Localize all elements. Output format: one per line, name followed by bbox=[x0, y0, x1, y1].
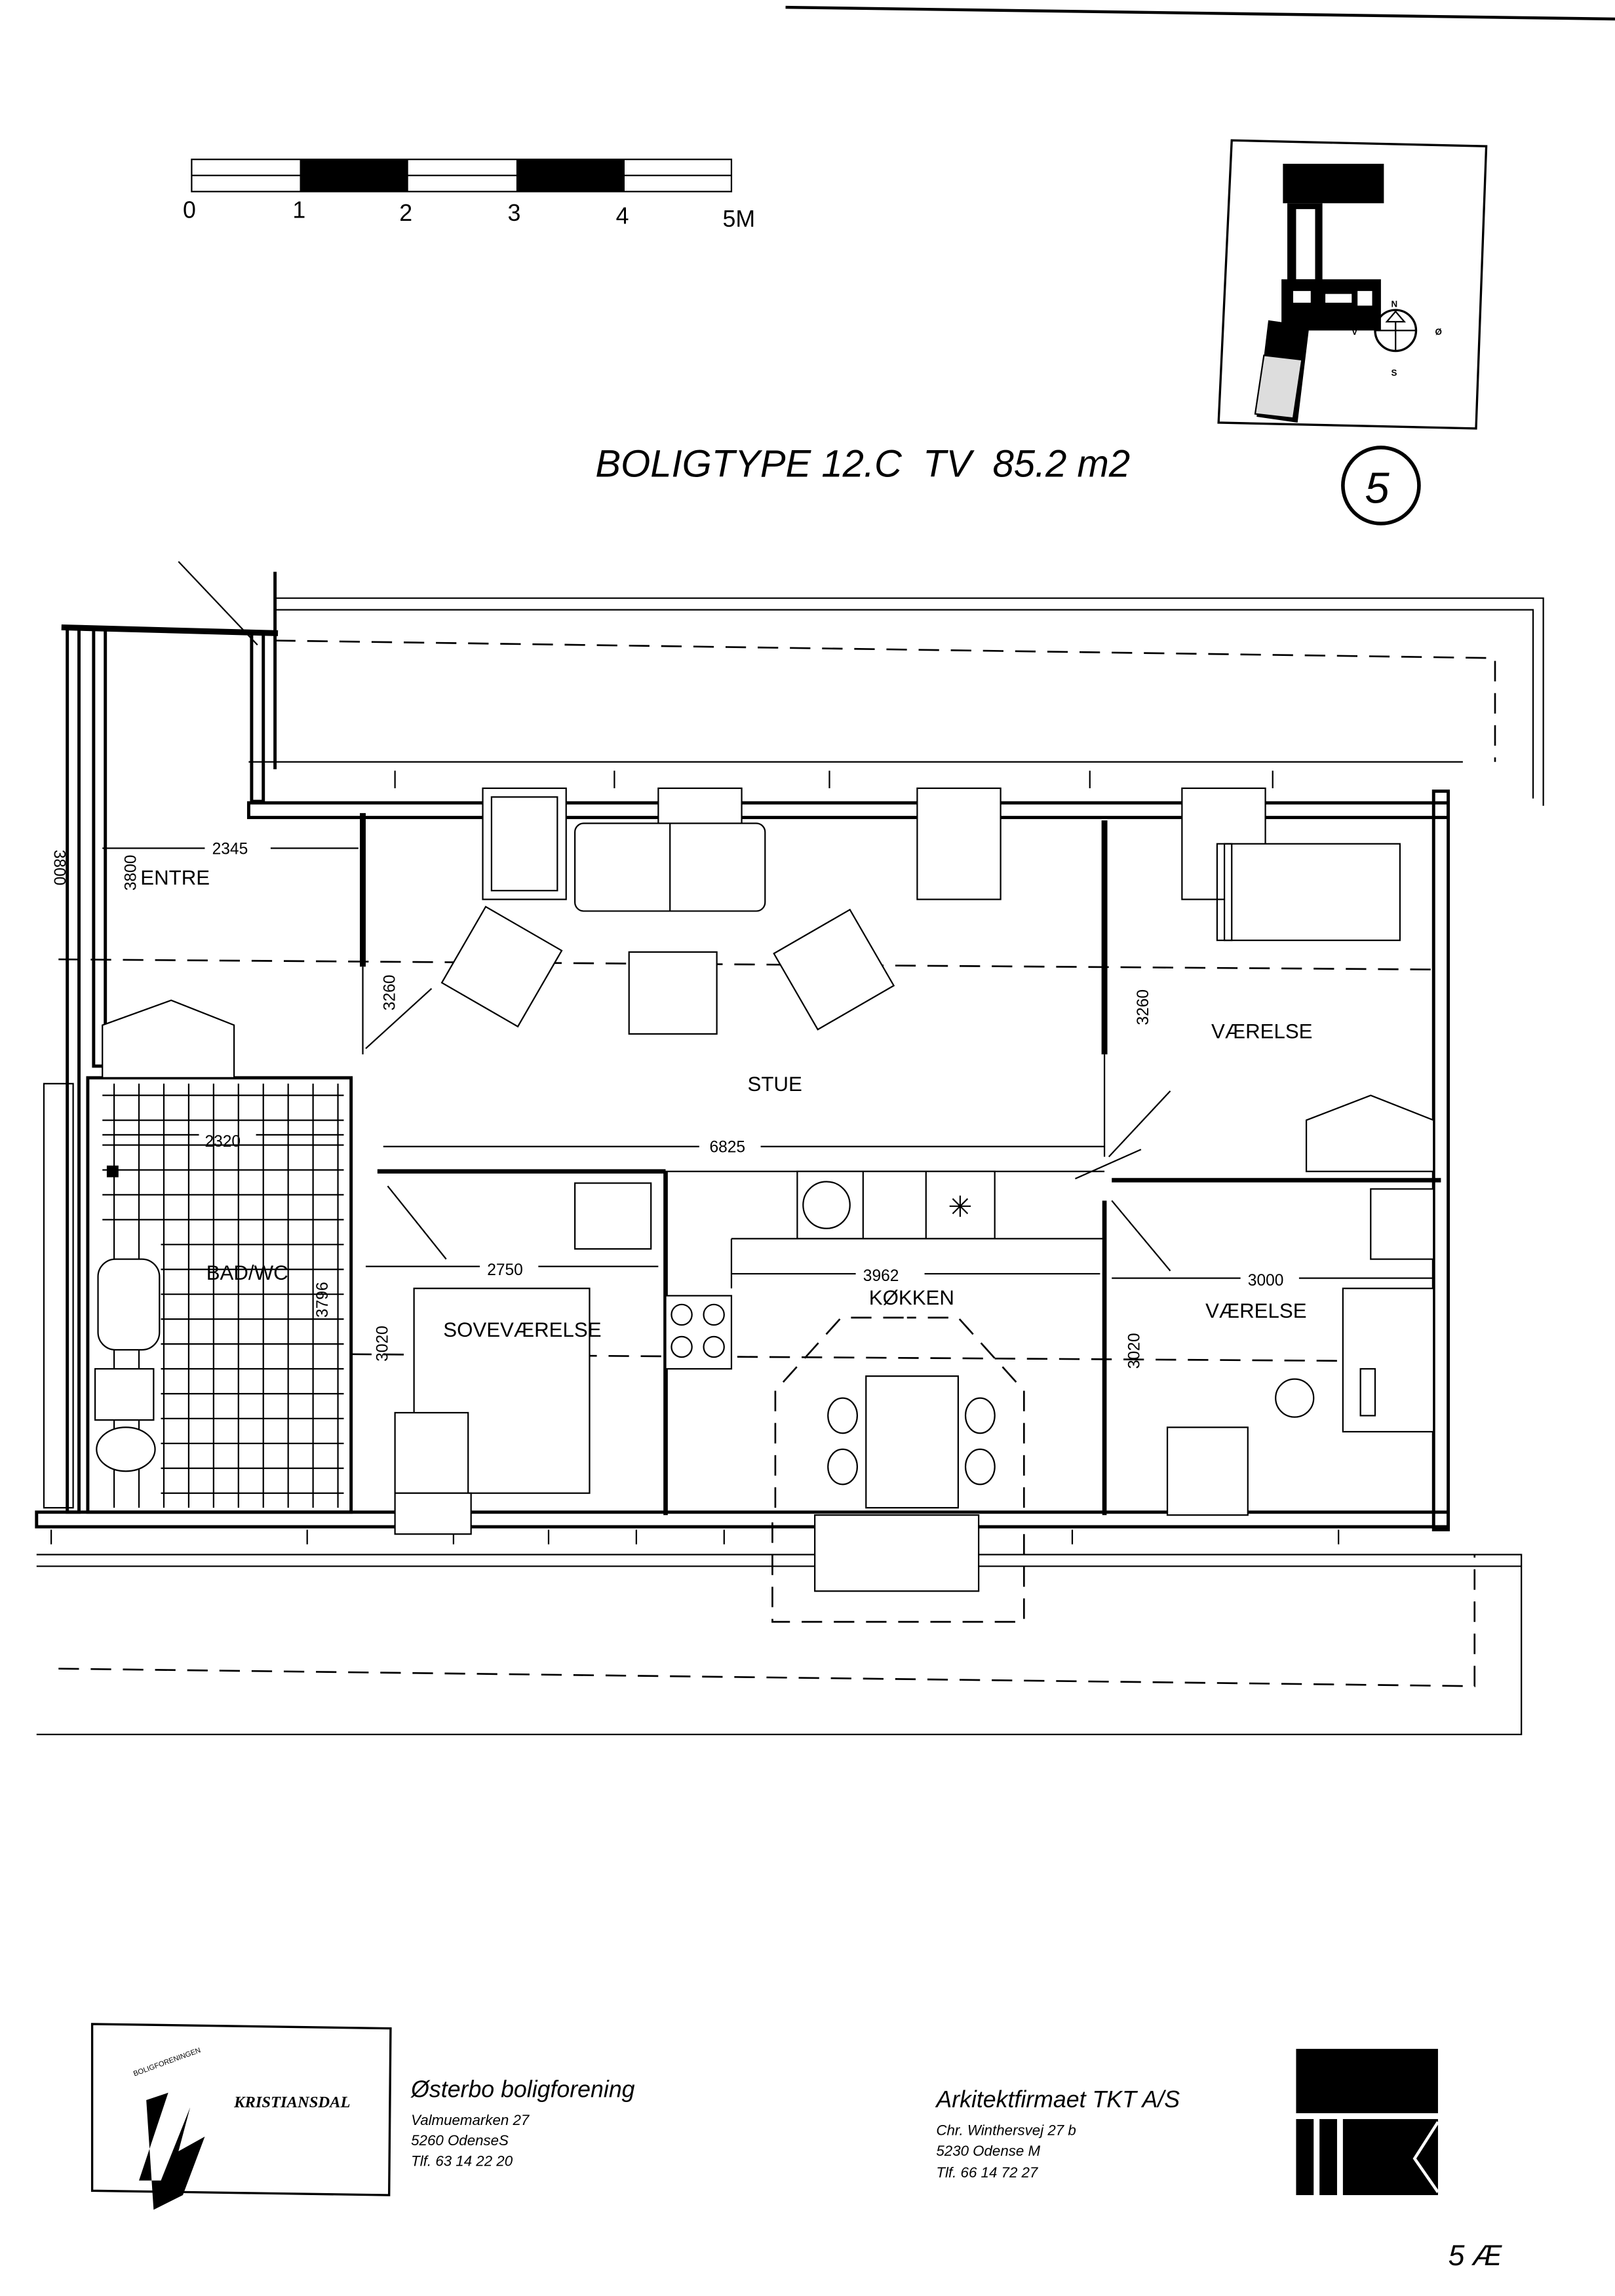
room-label-stue: STUE bbox=[747, 1073, 802, 1096]
room-label-vaerelse: VÆRELSE bbox=[1205, 1299, 1306, 1322]
client-logo-text: KRISTIANSDAL bbox=[233, 2094, 350, 2111]
architect-info: Arkitektfirmaet TKT A/S Chr. Winthersvej… bbox=[935, 2086, 1180, 2181]
dimension-label: 3962 bbox=[863, 1267, 899, 1285]
scale-bar: 0 1 2 3 4 5M bbox=[183, 159, 755, 232]
window-markers bbox=[50, 771, 1340, 1544]
architect-city: 5230 Odense M bbox=[936, 2143, 1040, 2159]
architect-phone: Tlf. 66 14 72 27 bbox=[936, 2164, 1039, 2181]
dimension-label: 3260 bbox=[381, 975, 399, 1011]
dimension-labels: 3800 3800 2345 3260 3260 6825 2320 2750 … bbox=[50, 840, 1434, 1369]
compass-west: V bbox=[1352, 327, 1357, 337]
room-label-sovevaerelse: SOVEVÆRELSE bbox=[443, 1318, 601, 1341]
scale-label: 1 bbox=[292, 197, 305, 223]
compass-north: N bbox=[1391, 299, 1398, 309]
site-plan-inset: N V Ø S bbox=[1217, 139, 1488, 430]
dimension-label: 2320 bbox=[204, 1133, 241, 1151]
client-logo: BOLIGFORENINGEN KRISTIANSDAL bbox=[90, 2023, 392, 2210]
client-address: Valmuemarken 27 bbox=[411, 2112, 530, 2128]
room-label-bad-wc: BAD/WC bbox=[206, 1261, 288, 1284]
dimension-label: 2750 bbox=[487, 1261, 523, 1279]
architect-address: Chr. Winthersvej 27 b bbox=[936, 2122, 1076, 2139]
room-label-kokken: KØKKEN bbox=[869, 1286, 954, 1309]
dimension-label: 2345 bbox=[212, 840, 248, 858]
dimension-label: 3000 bbox=[1248, 1272, 1284, 1290]
dimension-label: 3260 bbox=[1135, 989, 1152, 1025]
dimension-label: 6825 bbox=[709, 1139, 745, 1157]
handwritten-mark: 5 Æ bbox=[1449, 2240, 1503, 2272]
dimension-label: 3020 bbox=[374, 1326, 391, 1362]
scale-label: 4 bbox=[616, 202, 629, 229]
bathroom-tiles bbox=[94, 1083, 344, 1508]
furniture: ✳ bbox=[43, 787, 1435, 1623]
dimension-label: 3800 bbox=[50, 850, 68, 886]
room-labels: ENTRE STUE VÆRELSE BAD/WC SOVEVÆRELSE KØ… bbox=[140, 866, 1312, 1341]
room-label-entre: ENTRE bbox=[140, 866, 210, 889]
dimension-label: 3020 bbox=[1126, 1333, 1144, 1369]
client-info: Østerbo boligforening Valmuemarken 27 52… bbox=[410, 2076, 635, 2169]
tkt-logo bbox=[1296, 2048, 1439, 2196]
scale-label: 2 bbox=[399, 200, 412, 226]
client-name: Østerbo boligforening bbox=[410, 2076, 635, 2102]
room-label-vaerelse: VÆRELSE bbox=[1211, 1020, 1313, 1043]
plan-title: BOLIGTYPE 12.C TV 85.2 m2 bbox=[595, 443, 1130, 486]
dimension-label: 3800 bbox=[123, 855, 140, 891]
client-phone: Tlf. 63 14 22 20 bbox=[411, 2152, 513, 2169]
roof-outline bbox=[36, 561, 1544, 1736]
top-edge-line bbox=[785, 5, 1615, 21]
compass-icon: N V Ø S bbox=[1352, 299, 1442, 378]
compass-south: S bbox=[1391, 368, 1397, 378]
compass-east: Ø bbox=[1435, 327, 1441, 337]
dimension-label: 3796 bbox=[314, 1282, 332, 1318]
sheet-number-badge: 5 bbox=[1341, 446, 1421, 526]
sink-star-icon: ✳ bbox=[948, 1191, 972, 1223]
scale-label: 0 bbox=[183, 197, 196, 223]
architect-name: Arkitektfirmaet TKT A/S bbox=[935, 2086, 1180, 2113]
scale-label: 5M bbox=[723, 206, 756, 232]
client-city: 5260 OdenseS bbox=[411, 2132, 509, 2149]
sheet-number: 5 bbox=[1365, 464, 1390, 513]
scale-label: 3 bbox=[507, 200, 520, 226]
